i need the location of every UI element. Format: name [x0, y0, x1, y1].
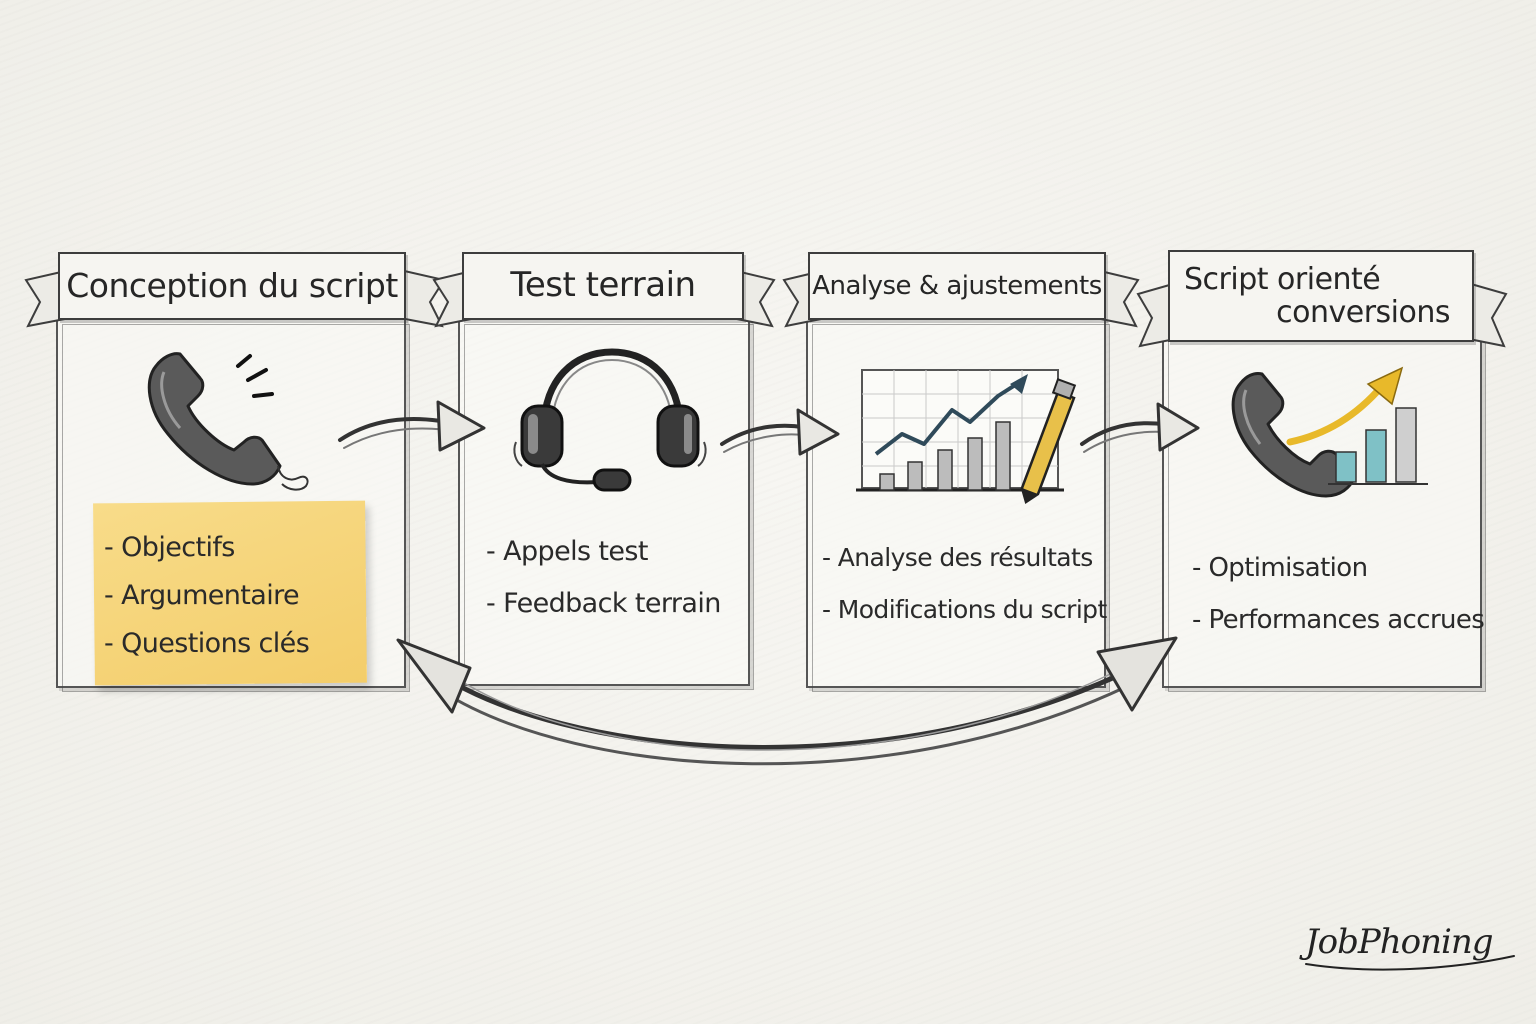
step-title-analyse: Analyse & ajustements: [808, 252, 1106, 320]
list-item: - Feedback terrain: [486, 588, 721, 619]
step2-bullets: - Appels test - Feedback terrain: [486, 526, 721, 630]
step-title-test: Test terrain: [462, 252, 744, 320]
list-item: - Objectifs: [104, 532, 235, 563]
phone-growth-icon: [1231, 366, 1428, 498]
list-item: - Modifications du script: [822, 595, 1107, 624]
list-item: - Questions clés: [104, 628, 310, 659]
step-title-script-oriente: Script orienté conversions: [1168, 250, 1474, 342]
feedback-arrowhead-left: [396, 638, 472, 714]
step4-bullets: - Optimisation - Performances accrues: [1192, 542, 1485, 646]
chart-pencil-icon: [856, 369, 1077, 504]
arrowhead-step2-to-step3: [796, 408, 840, 456]
logo-swash: [1305, 955, 1515, 971]
arrowhead-step1-to-step2: [436, 400, 486, 452]
phone-ringing-icon: [147, 352, 309, 491]
step3-bullets: - Analyse des résultats - Modifications …: [822, 532, 1107, 636]
step-title-conception: Conception du script: [58, 252, 406, 320]
list-item: - Argumentaire: [104, 580, 300, 611]
list-item: - Performances accrues: [1192, 605, 1485, 635]
feedback-loop-arrow: [427, 657, 1153, 766]
headset-icon: [513, 348, 707, 492]
step1-bullets: - Objectifs - Argumentaire - Questions c…: [104, 524, 310, 668]
arrowhead-step3-to-step4: [1156, 402, 1200, 452]
list-item: - Analyse des résultats: [822, 543, 1093, 572]
list-item: - Optimisation: [1192, 553, 1368, 583]
feedback-arrowhead-right: [1096, 636, 1178, 712]
list-item: - Appels test: [486, 536, 648, 567]
brand-logo: JobPhoning: [1305, 922, 1494, 962]
